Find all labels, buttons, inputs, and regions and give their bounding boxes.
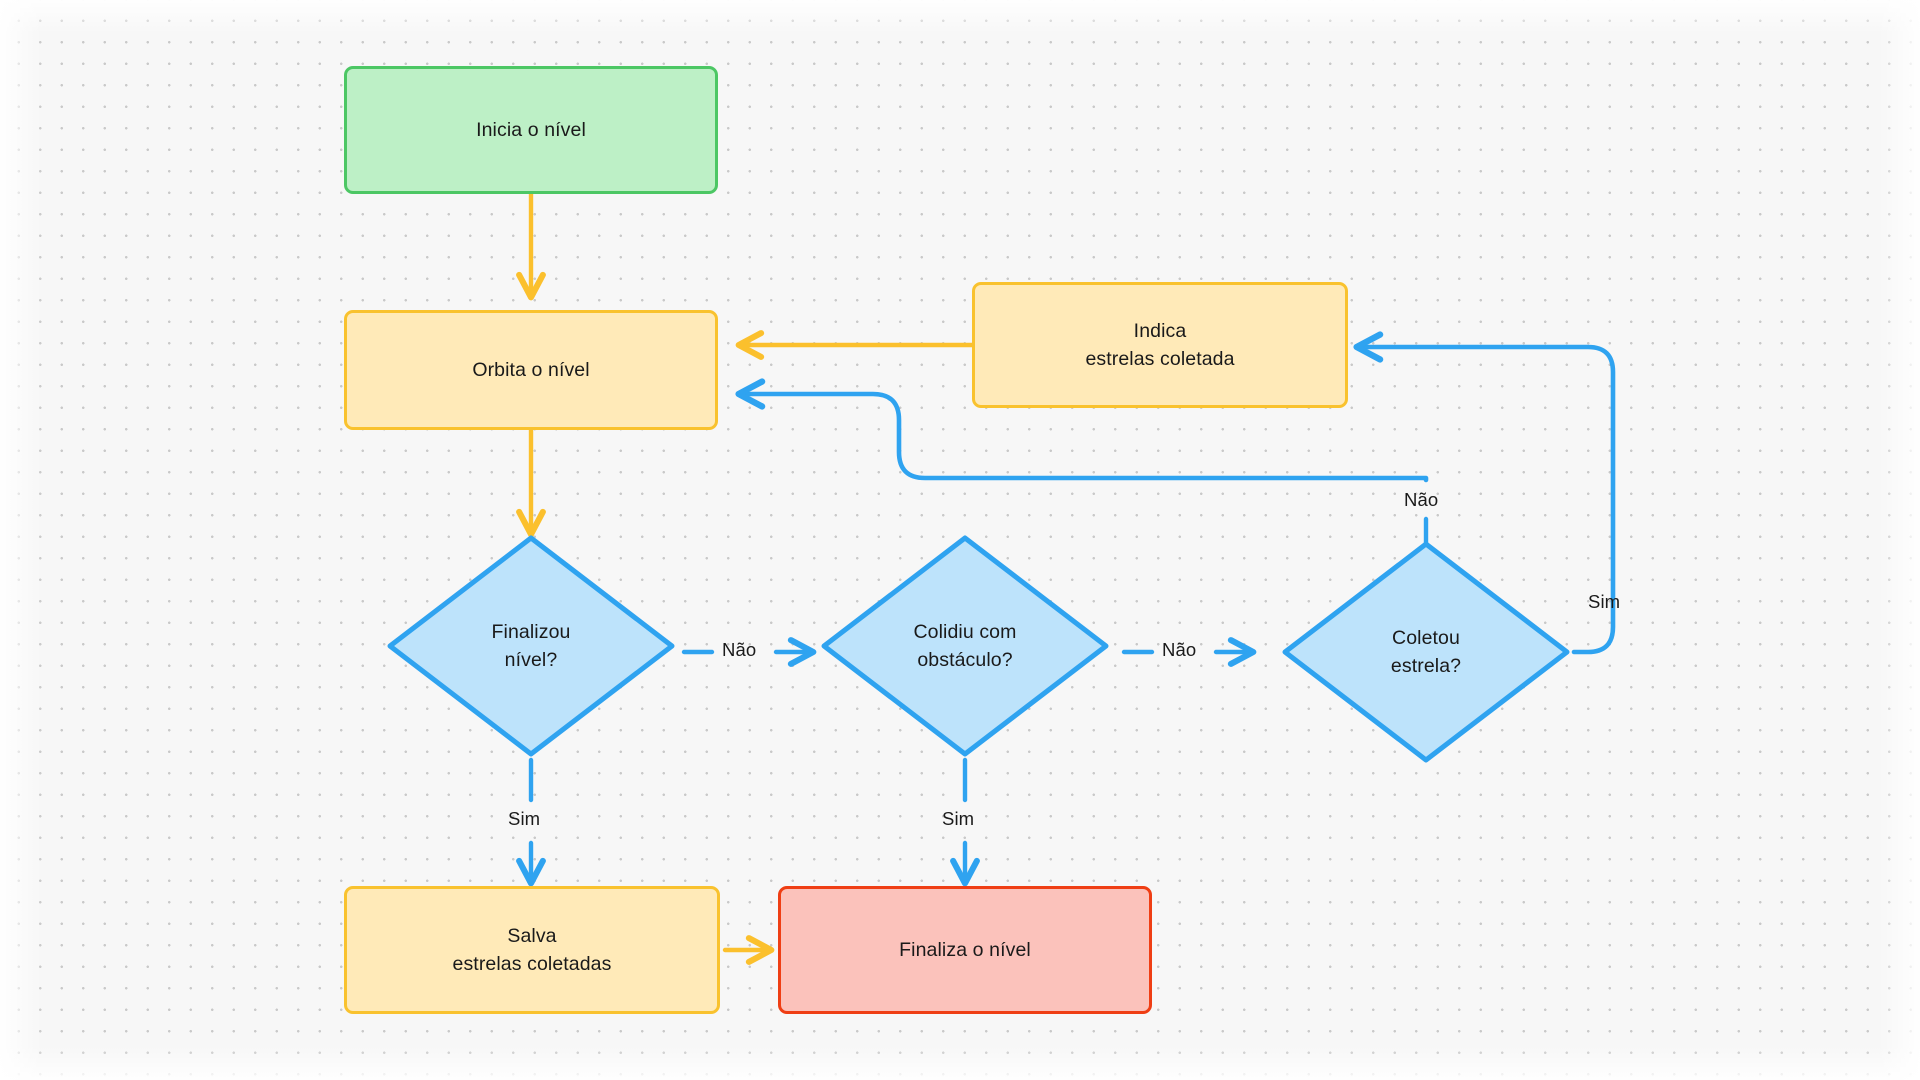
node-label: Salva estrelas coletadas — [452, 924, 612, 975]
edge-label-colidiu-sim: Sim — [942, 808, 975, 829]
node-label: Indica estrelas coletada — [1085, 319, 1235, 370]
node-coletou-estrela[interactable]: Coletou estrela? — [1280, 539, 1572, 765]
node-label: Coletou estrela? — [1390, 626, 1462, 677]
node-indica-estrelas-coletada[interactable]: Indica estrelas coletada — [972, 282, 1348, 408]
node-label: Colidiu com obstáculo? — [913, 620, 1017, 671]
node-orbita-o-nivel[interactable]: Orbita o nível — [344, 310, 718, 430]
edge-label-coletou-nao: Não — [1404, 489, 1439, 510]
diamond-shape — [1282, 541, 1570, 763]
edge-label-coletou-sim: Sim — [1588, 591, 1621, 612]
node-label: Inicia o nível — [476, 118, 586, 141]
node-label: Orbita o nível — [472, 358, 590, 381]
node-finaliza-o-nivel[interactable]: Finaliza o nível — [778, 886, 1152, 1014]
node-label: Finalizou nível? — [491, 620, 571, 671]
edge-label-finalizou-nao: Não — [722, 639, 757, 660]
node-label: Finaliza o nível — [899, 938, 1031, 961]
diamond-shape — [387, 535, 675, 757]
diamond-shape — [821, 535, 1109, 757]
node-inicia-o-nivel[interactable]: Inicia o nível — [344, 66, 718, 194]
edge-coletou-indica — [1353, 331, 1616, 655]
edge-label-colidiu-nao: Não — [1162, 639, 1197, 660]
edge-coletou-orbita — [735, 378, 1429, 483]
node-finalizou-nivel[interactable]: Finalizou nível? — [385, 533, 677, 759]
node-colidiu-com-obstaculo[interactable]: Colidiu com obstáculo? — [819, 533, 1111, 759]
edge-label-finalizou-sim: Sim — [508, 808, 541, 829]
node-salva-estrelas-coletadas[interactable]: Salva estrelas coletadas — [344, 886, 720, 1014]
